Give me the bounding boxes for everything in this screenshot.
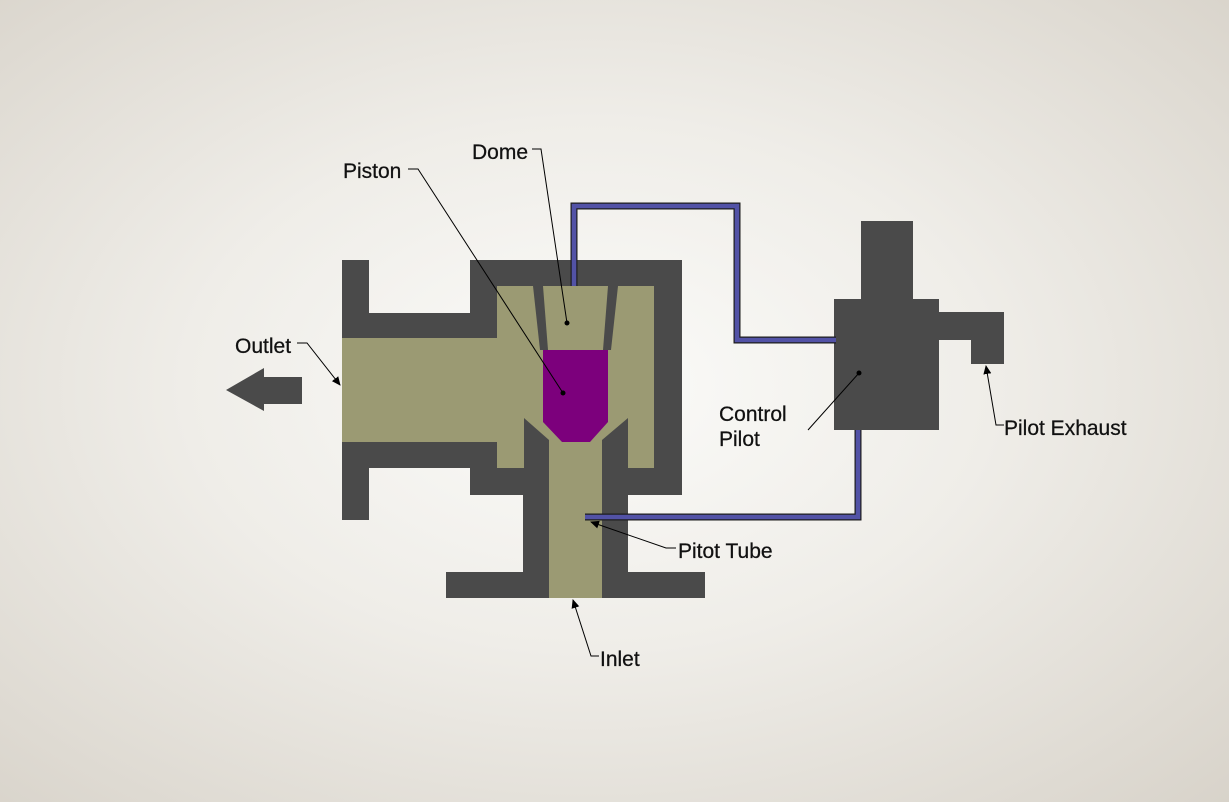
- labels: Dome Piston Outlet Control Pilot Pilot E…: [235, 141, 1127, 671]
- control-pilot-leader: [807, 372, 860, 431]
- pitot-tube-leader: [590, 520, 676, 549]
- pilot-exhaust-port: [937, 312, 1004, 364]
- inlet-nozzle: [524, 418, 628, 598]
- control-pilot-leader-dot: [856, 370, 862, 376]
- pitot-tube-label: Pitot Tube: [678, 540, 773, 563]
- control-pilot: [834, 221, 1004, 430]
- piston: [543, 350, 608, 442]
- nozzle-left-wall: [524, 418, 549, 598]
- pilot-tubing: [570, 202, 862, 521]
- dome-guides: [533, 286, 618, 350]
- outlet-label: Outlet: [235, 335, 291, 358]
- dome-guide-right: [603, 286, 618, 350]
- control-pilot-label-line2: Pilot: [719, 428, 760, 451]
- piston-label: Piston: [343, 160, 401, 183]
- dome-label: Dome: [472, 141, 528, 164]
- dome-leader: [532, 148, 568, 324]
- dome-leader-dot: [564, 320, 570, 326]
- pilot-exhaust-label: Pilot Exhaust: [1004, 417, 1127, 440]
- pitot-line-fill: [585, 430, 861, 520]
- piston-leader-dot: [560, 390, 566, 396]
- dome-guide-left: [533, 286, 548, 350]
- dome-line-fill: [571, 203, 836, 343]
- pilot-top-boss: [861, 221, 913, 301]
- leader-lines: [297, 148, 1004, 657]
- outlet-leader: [297, 342, 341, 386]
- control-pilot-label-line1: Control: [719, 403, 787, 426]
- pilot-body: [834, 299, 939, 430]
- inlet-leader: [571, 599, 599, 657]
- piston-leader: [408, 168, 564, 394]
- outlet-arrow-icon: [226, 368, 302, 411]
- nozzle-right-wall: [602, 418, 628, 598]
- pilot-exhaust-leader: [983, 365, 1004, 426]
- inlet-label: Inlet: [600, 648, 640, 671]
